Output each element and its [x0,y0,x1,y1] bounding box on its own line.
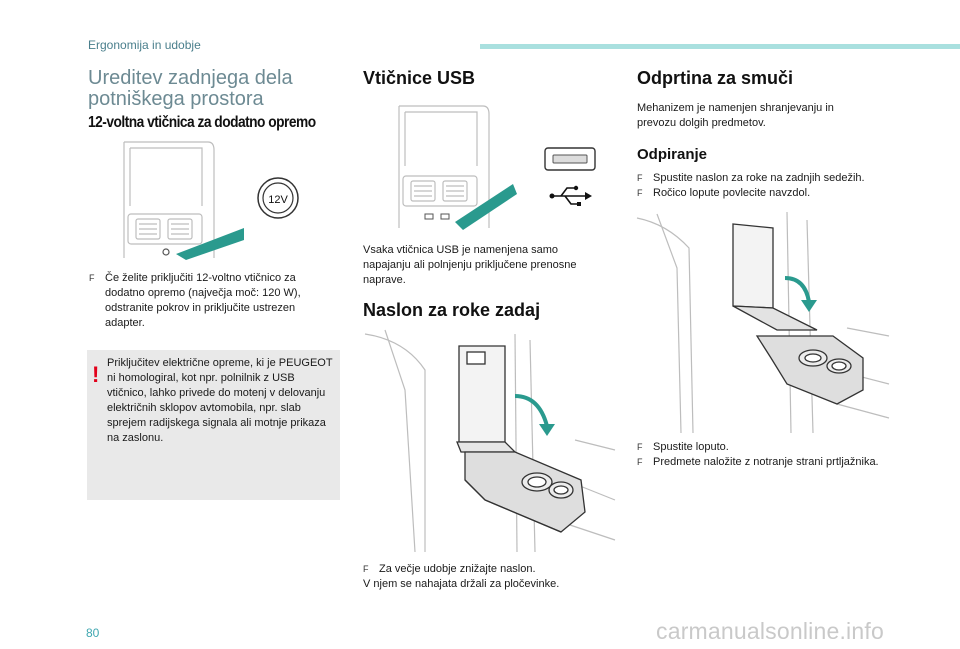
bullet-marker: F [637,173,643,183]
page-title: Ureditev zadnjega dela potniškega prosto… [88,67,293,110]
socket-subtitle: 12-voltna vtičnica za dodatno opremo [88,114,316,131]
ski-hatch-illustration [636,211,890,434]
usb-pointer-arrow-icon [455,184,517,230]
pointer-arrow-icon [176,228,244,260]
bullet-marker: F [89,273,95,283]
socket-illustration: 12V [123,141,299,260]
usb-port-closeup-icon [544,147,596,171]
final-bullet-2: Predmete naložite z notranje strani prtl… [653,456,879,468]
armrest-instructions: F Za večje udobje znižajte naslon. V nje… [363,562,613,592]
ski-text: Mehanizem je namenjen shranjevanju in pr… [637,102,834,129]
bullet-marker: F [637,457,643,467]
page-number: 80 [86,626,100,640]
usb-illustration [398,105,596,230]
warning-icon: ! [92,362,100,387]
final-bullets: F Spustite loputo. F Predmete naložite z… [637,440,897,470]
usb-port-2-icon [440,213,450,220]
armrest-bullet-text: Za večje udobje znižajte naslon. [379,563,536,575]
usb-text: Vsaka vtičnica USB je namenjena samo nap… [363,244,577,286]
final-bullet-1: Spustite loputo. [653,441,729,453]
watermark: carmanualsonline.info [656,618,884,644]
warning-box [87,350,340,500]
bullet-marker: F [363,564,369,574]
warning-text: Priključitev električne opreme, ki je PE… [107,357,333,444]
armrest-title: Naslon za roke zadaj [363,300,541,320]
socket-bullet-text: Če želite priključiti 12-voltno vtičnico… [105,272,301,329]
open-title: Odpiranje [637,146,708,163]
hatch-arrow-icon [784,276,811,303]
armrest-text: V njem se nahajata držali za pločevinke. [363,578,560,590]
ski-title: Odprtina za smuči [637,68,794,88]
usb-port-1-icon [424,213,434,220]
open-bullet-2: Ročico lopute povlecite navzdol. [653,187,811,199]
lower-arrow-icon [514,394,549,427]
socket-cover-icon [162,248,170,256]
armrest-illustration [364,329,616,553]
bullet-marker: F [637,442,643,452]
header-bar [480,44,960,49]
socket-12v-icon: 12V [257,177,299,219]
socket-12v-label: 12V [268,194,288,206]
open-bullets: F Spustite naslon za roke na zadnjih sed… [637,171,887,201]
open-bullet-1: Spustite naslon za roke na zadnjih sedež… [653,172,865,184]
usb-title: Vtičnice USB [363,68,476,88]
section-label: Ergonomija in udobje [88,38,201,52]
usb-symbol-icon [549,185,592,206]
socket-bullet: F Če želite priključiti 12-voltno vtični… [89,271,329,331]
bullet-marker: F [637,188,643,198]
